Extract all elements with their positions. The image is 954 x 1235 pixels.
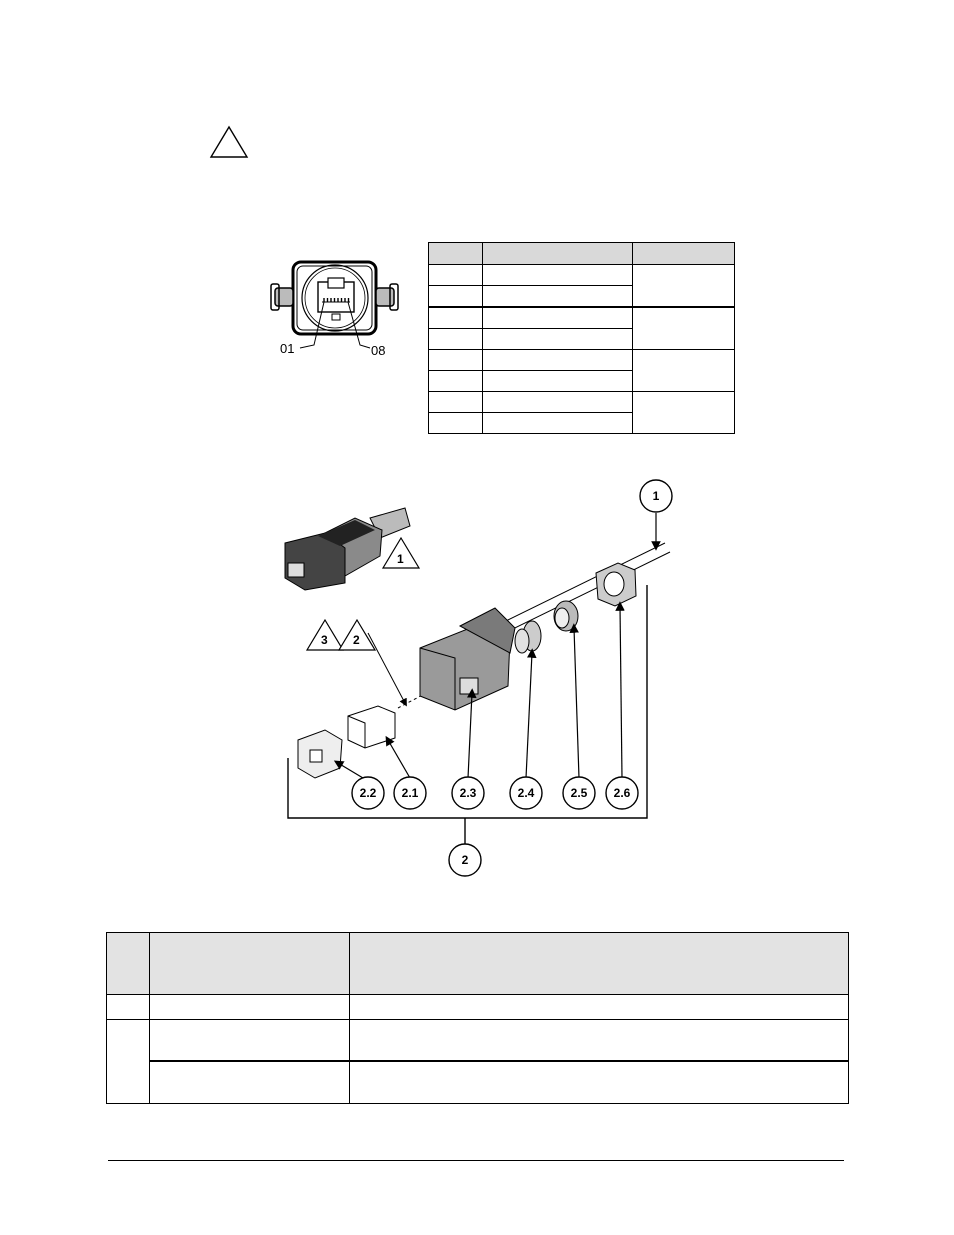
callout-part: 2.2 — [360, 786, 377, 800]
assembled-plug-illustration — [284, 507, 411, 591]
table-row — [428, 306, 735, 350]
callout-part: 2.5 — [571, 786, 588, 800]
table-row — [428, 264, 735, 308]
warning-triangle-icon — [305, 618, 345, 651]
header-cell — [349, 932, 849, 995]
warning-triangle-icon — [209, 125, 249, 158]
warning-triangle-label: 2 — [353, 633, 360, 647]
warning-triangle-icon — [381, 536, 421, 569]
table-row — [428, 370, 735, 392]
pinout-table — [428, 242, 735, 434]
callout-part: 2.3 — [460, 786, 477, 800]
footer-rule — [108, 1160, 844, 1161]
table-row — [428, 412, 735, 434]
callout-part: 2.4 — [518, 786, 535, 800]
pinout-header-row — [428, 242, 735, 265]
table-row — [428, 349, 735, 392]
header-cell — [632, 242, 735, 265]
assembly-exploded-diagram: 1 3 2 1 2.2 2.1 — [284, 479, 673, 877]
connector-face-diagram: 01 08 — [270, 260, 399, 358]
parts-header-row — [106, 932, 849, 995]
warning-triangle-label: 3 — [321, 633, 328, 647]
table-row — [107, 1060, 849, 1104]
table-row — [106, 1019, 849, 1104]
callout-part: 2.6 — [614, 786, 631, 800]
header-cell — [482, 242, 633, 265]
callout-part: 2.1 — [402, 786, 419, 800]
header-cell — [149, 932, 350, 995]
table-row — [428, 391, 735, 434]
parts-table — [106, 932, 849, 1104]
table-row — [106, 994, 849, 1020]
callout-cable: 1 — [653, 489, 660, 503]
callout-kit: 2 — [462, 853, 469, 867]
table-row — [428, 328, 735, 350]
table-row — [428, 285, 735, 308]
pin-01-label: 01 — [280, 341, 294, 356]
warning-triangle-icon — [337, 618, 377, 651]
pin-08-label: 08 — [371, 343, 385, 358]
warning-triangle-label: 1 — [397, 552, 404, 566]
header-cell — [428, 242, 483, 265]
header-cell — [106, 932, 150, 995]
